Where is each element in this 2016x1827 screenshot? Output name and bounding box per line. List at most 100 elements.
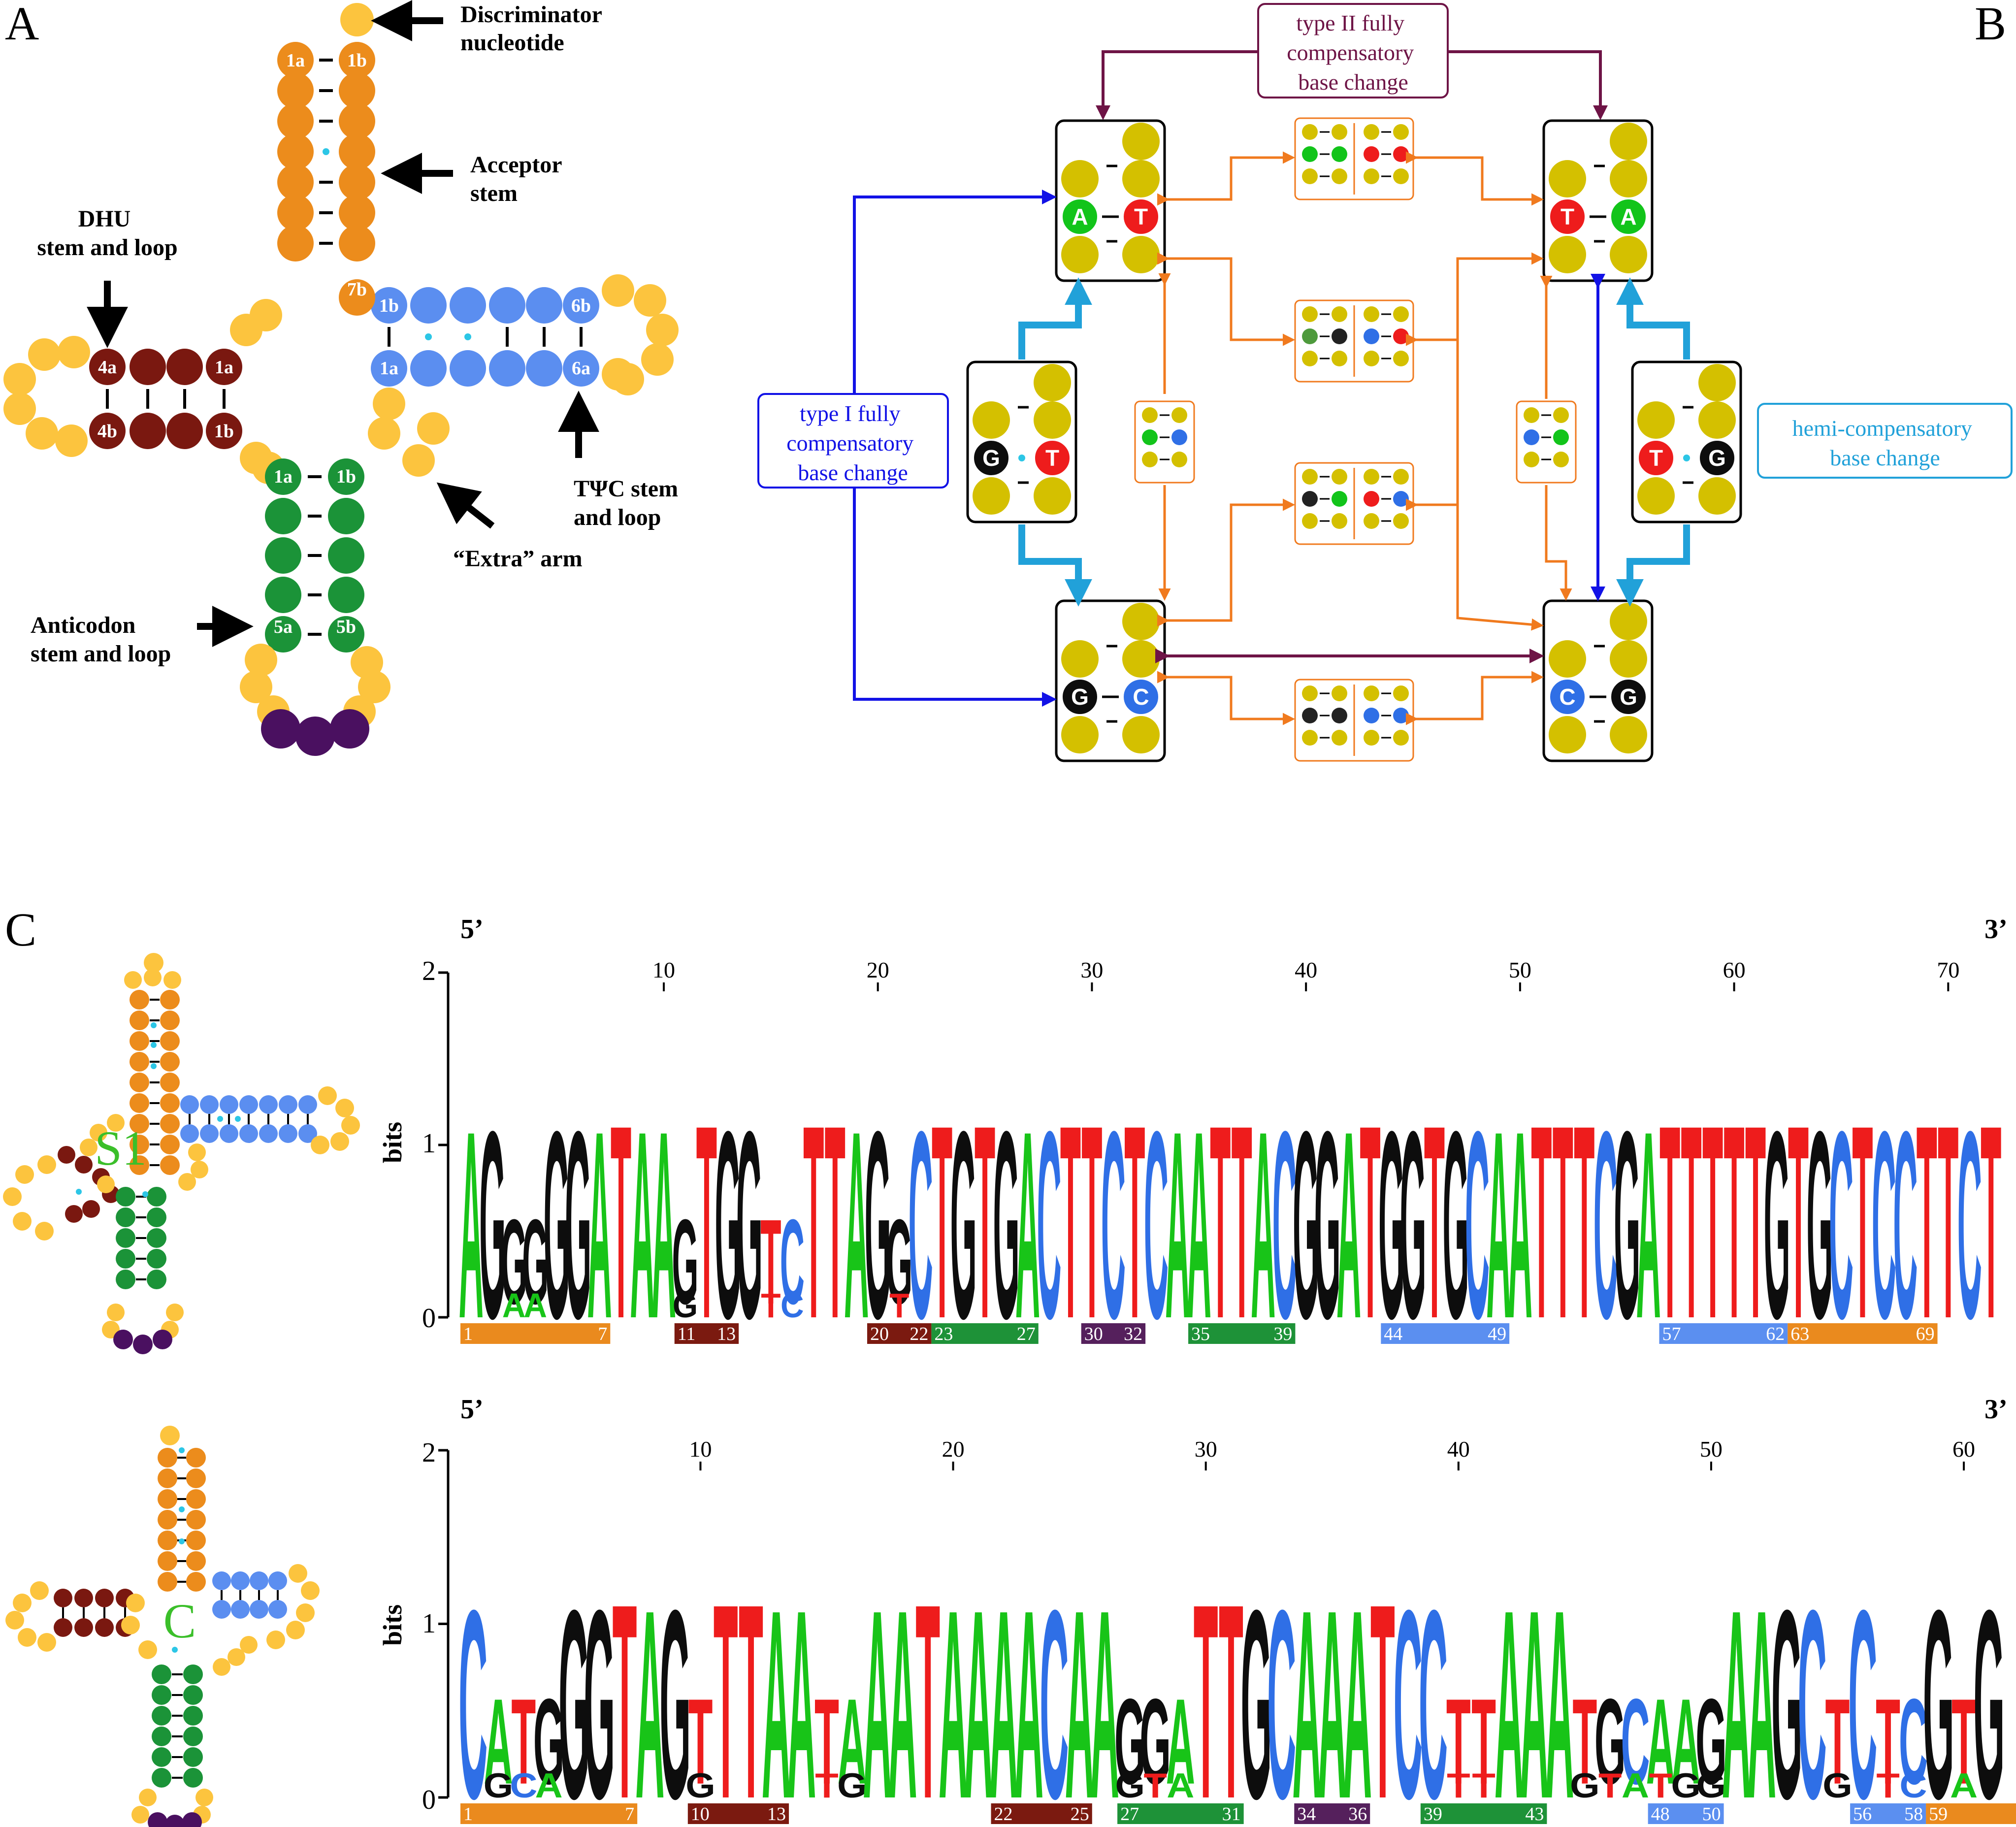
stem-nt [1061,716,1099,753]
acceptor-nt [339,103,375,139]
mini-structure-nt [116,1249,135,1269]
mini-nt [1393,513,1409,529]
mini-structure-nt [186,1468,206,1488]
tpc-6b: 6b [571,295,591,316]
anticodon-nt [261,709,300,749]
logo2-ytick-0: 0 [422,1785,436,1815]
mini-structure-nt [151,1063,157,1069]
mini-structure-nt [152,1664,171,1684]
mini-structure-nt [116,1207,135,1227]
tpc-nt [371,287,407,324]
mini-nt [1302,730,1318,746]
acceptor-nt [277,42,314,78]
acceptor-1b: 1b [347,50,367,71]
mini-structure-nt [183,1685,203,1705]
mini-structure-nt [240,1636,258,1654]
logo-minor-letter: T [1472,1766,1495,1805]
mini-nt [1393,708,1409,723]
mini-structure-nt [113,1330,133,1349]
base-circle [972,439,1010,477]
logo-minor-letter: G [673,1286,698,1325]
mini-structure-nt [15,1165,34,1184]
mini-structure-nt [160,990,180,1010]
structure-label-s1: S1 [95,1121,147,1175]
tpc-loop-nt [641,343,674,376]
mini-structure-nt [124,971,142,989]
tpc-nt [526,350,562,387]
extra-arm-label: “Extra” arm [453,546,583,572]
acceptor-nt [339,72,375,109]
mini-nt [1393,491,1409,507]
tpc-1a: 1a [380,358,398,379]
mini-structure-nt [130,1011,149,1030]
region-end-label: 27 [1017,1324,1036,1344]
mini-structure-nt [151,1042,157,1048]
anticodon-nt [330,709,369,749]
mini-structure-nt [191,1161,208,1178]
region-bar [460,1323,611,1344]
wobble-dot [323,148,329,155]
logo-letter: G [1293,1076,1319,1374]
region-bar [1294,1803,1370,1824]
mini-structure-nt [231,1571,250,1590]
region-end-label: 31 [1222,1804,1241,1825]
base-circle [1548,678,1587,716]
logo-minor-letter: G [484,1766,513,1805]
mini-structure-nt [37,1155,56,1174]
dhu-nt [89,349,126,385]
logo2-3prime: 3’ [1984,1394,2008,1425]
region-start-label: 48 [1651,1804,1670,1825]
logo-minor-letter: G [1671,1766,1700,1805]
mini-nt [1364,146,1379,162]
logo-letter: A [1292,1554,1321,1827]
mini-structure-nt [74,1589,93,1607]
acceptor-nt [339,195,375,231]
logo-minor-letter: C [1899,1766,1927,1805]
logo-minor-letter: A [1167,1766,1194,1805]
logo-x-tick-label: 20 [867,957,889,982]
mini-structure-nt [250,1600,268,1619]
anticodon-loop-nt [351,646,383,679]
mini-structure-nt [13,1212,32,1231]
logo-letter: A [484,1674,513,1810]
region-bar [1648,1803,1724,1824]
region-bar [687,1803,789,1824]
logo-letter: T [760,1195,781,1330]
anticodon-nt [328,537,364,574]
logo-letter: G [533,1674,565,1810]
logo-minor-letter: T [1876,1766,1899,1805]
mini-nt [1142,452,1158,467]
logo2-5prime: 5’ [460,1394,484,1425]
logo-letter: A [888,1554,917,1827]
stem-nt [973,477,1010,515]
mini-structure-nt [220,1095,238,1114]
type2-link [1448,50,1608,120]
mini-nt [1364,730,1379,746]
logo-letter: A [1065,1554,1094,1827]
base-letter: G [982,445,1000,471]
tpc-6a: 6a [572,358,590,379]
base-letter: T [1649,445,1663,471]
dhu-loop-nt [26,417,58,450]
mini-structure-nt [147,1228,166,1248]
mini-nt [1302,685,1318,701]
mini-structure-nt [186,1510,206,1530]
tpc-1b: 1b [379,295,399,316]
region-bar [1420,1803,1547,1824]
logo-x-tick-label: 20 [942,1436,965,1462]
logo-x-tick-label: 50 [1700,1436,1723,1462]
mini-structure-nt [131,1806,149,1824]
orange-link [1157,671,1295,725]
mini-nt [1393,146,1409,162]
mini-nt [1332,168,1347,184]
extra-arm-nt [402,444,435,477]
acceptor-1a: 1a [286,50,305,71]
anticodon-5b: 5b [336,617,356,637]
stem-nt [1637,401,1675,439]
base-letter: G [1620,684,1637,710]
panel-label-c: C [5,903,36,956]
logo-letter: T [613,1547,637,1827]
mini-nt [1332,306,1347,322]
mini-nt [1142,429,1158,445]
